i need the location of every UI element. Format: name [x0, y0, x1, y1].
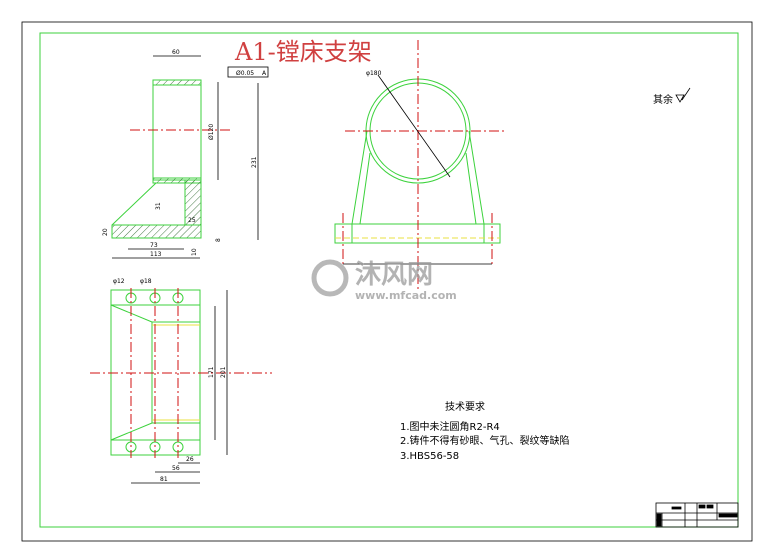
dim-8: 8 — [215, 238, 222, 242]
dim-10: 10 — [191, 248, 198, 256]
tech-requirement-2: 2.铸件不得有砂眼、气孔、裂纹等缺陷 — [400, 434, 570, 447]
roughness-note: 其余 — [653, 93, 673, 106]
dim-diameter-180: φ180 — [366, 70, 382, 77]
watermark-brand: 沐风网 — [355, 260, 433, 290]
dim-231: 231 — [251, 156, 258, 168]
dim-20: 20 — [102, 228, 109, 236]
side-section-view: 60 Ø0.05 A Ø120 231 31 25 73 113 20 8 10 — [102, 49, 269, 259]
dim-113: 113 — [150, 251, 162, 258]
dim-bore: Ø120 — [208, 124, 215, 140]
outer-border — [21, 21, 753, 542]
dim-73: 73 — [150, 242, 158, 249]
dim-81: 81 — [160, 476, 168, 483]
inner-frame — [39, 32, 739, 528]
datum-a: A — [262, 70, 267, 77]
dim-25: 25 — [188, 217, 196, 224]
tech-requirements-heading: 技术要求 — [445, 400, 485, 413]
dim-171: 171 — [208, 366, 215, 378]
roughness-symbol-icon — [675, 87, 691, 103]
watermark-url: www.mfcad.com — [355, 289, 457, 302]
watermark: 沐风网 www.mfcad.com — [311, 259, 457, 302]
dim-60: 60 — [172, 49, 180, 56]
tech-requirement-3: 3.HBS56-58 — [400, 451, 459, 462]
dim-56: 56 — [172, 465, 180, 472]
tolerance-parallel: Ø0.05 — [236, 70, 254, 77]
mfcad-logo-icon — [311, 259, 349, 297]
dim-201: 201 — [220, 366, 227, 378]
top-view: φ12 φ18 171 201 26 56 81 — [90, 278, 272, 484]
dim-26: 26 — [186, 456, 194, 463]
title-block — [655, 502, 739, 528]
front-view: φ180 — [334, 40, 505, 292]
tech-requirement-1: 1.图中未注圆角R2-R4 — [400, 420, 500, 433]
dim-hole-12: φ12 — [113, 278, 125, 285]
drawing-title: A1-镗床支架 — [234, 38, 372, 66]
dim-hole-18: φ18 — [140, 278, 152, 285]
dim-31: 31 — [155, 202, 162, 210]
